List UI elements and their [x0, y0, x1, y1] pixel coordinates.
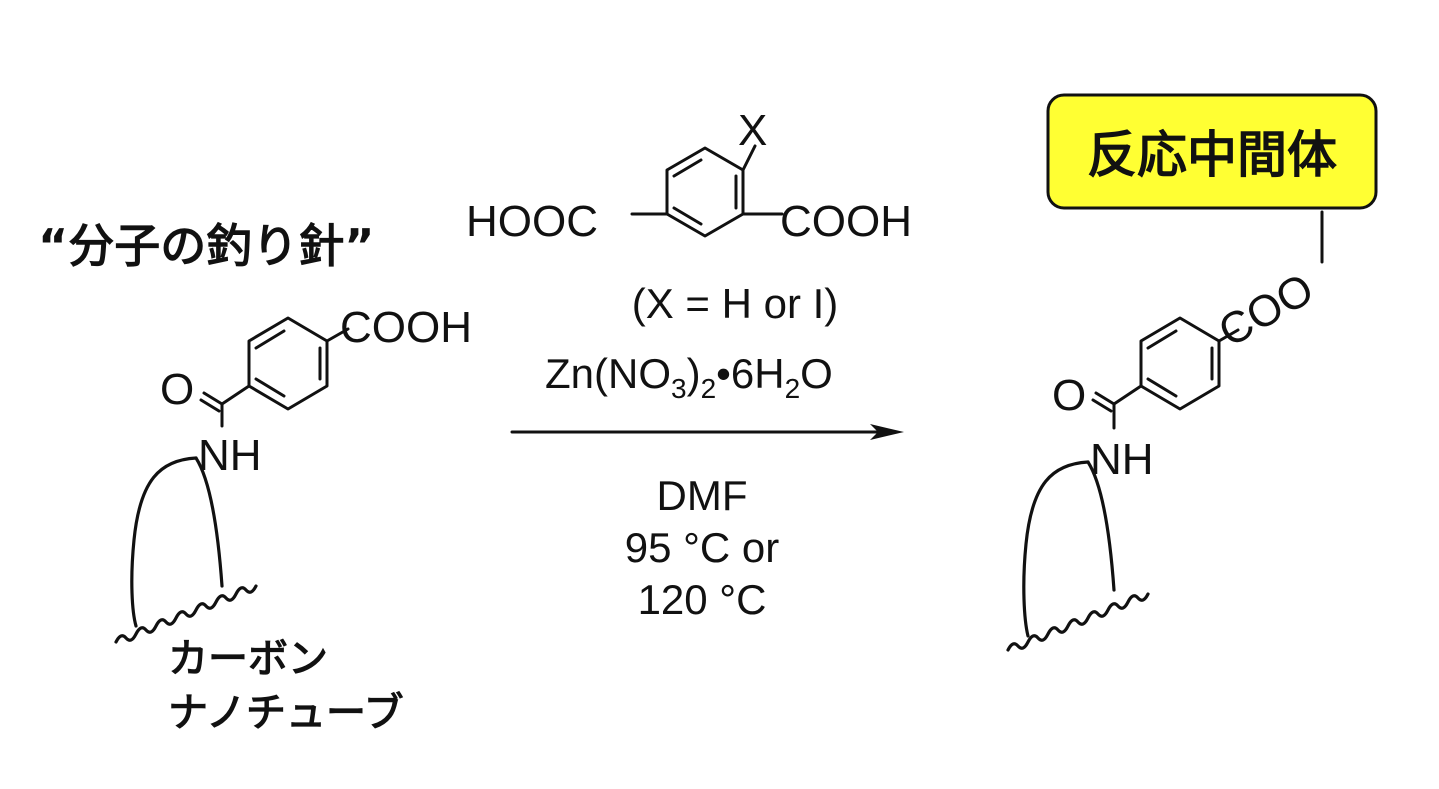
right-ring-inner-bond	[1146, 329, 1178, 350]
left-ring-inner-bond	[254, 329, 286, 350]
right-molecule: COO O NH	[1006, 210, 1324, 652]
right-nh-label: NH	[1090, 435, 1154, 484]
left-nanotube-loop	[130, 456, 198, 628]
zinc-nitrate-formula: Zn(NO3)2•6H2O	[545, 350, 833, 404]
reagent-x-bond	[741, 144, 757, 172]
right-benzene-ring	[1139, 316, 1221, 411]
left-acid-bond	[325, 327, 350, 343]
reagent-benzene-ring	[665, 146, 745, 238]
right-ring-inner-bond	[1146, 377, 1178, 398]
temperature-line2: 120 °C	[638, 576, 767, 623]
left-benzene-ring	[247, 316, 329, 411]
right-nanotube-loop	[1086, 460, 1116, 592]
nanotube-label-line1: カーボン	[168, 636, 328, 682]
left-nanotube-loop	[194, 456, 224, 588]
right-coo-label: COO	[1211, 264, 1322, 357]
temperature-line1: 95 °C or	[625, 524, 780, 571]
left-carbonyl-double-bond	[202, 391, 224, 406]
reagent-x-note: (X = H or I)	[632, 280, 839, 327]
reagent-molecule: X HOOC COOH (X = H or I) Zn(NO3)2•6H2O	[466, 106, 912, 404]
left-carbonyl-double-bond	[199, 398, 221, 413]
left-carbonyl-o-label: O	[160, 365, 194, 414]
reagent-x-label: X	[738, 106, 767, 155]
reagent-ring-inner-bond	[672, 158, 703, 178]
reagent-ring-inner-bond	[672, 206, 703, 226]
left-ring-inner-bond	[254, 377, 286, 398]
left-nanotube-wavy-edge	[114, 584, 258, 644]
left-cooh-label: COOH	[340, 303, 472, 352]
solvent-label: DMF	[657, 472, 748, 519]
right-carbonyl-double-bond	[1091, 398, 1113, 413]
right-carbonyl-o-label: O	[1052, 371, 1086, 420]
right-carbonyl-double-bond	[1094, 391, 1116, 406]
intermediate-label: 反応中間体	[1087, 126, 1337, 184]
right-amide-bond	[1112, 384, 1143, 406]
left-nh-label: NH	[198, 431, 262, 480]
reaction-arrow	[510, 424, 904, 440]
left-molecule: COOH O NH カーボン ナノチューブ	[114, 303, 472, 736]
right-nanotube-loop	[1022, 460, 1090, 638]
intermediate-box	[1046, 93, 1378, 210]
reagent-hooc-label: HOOC	[466, 197, 598, 246]
fishhook-title: “分子の釣り針”	[38, 219, 374, 273]
reagent-cooh-label: COOH	[780, 197, 912, 246]
nanotube-label-line2: ナノチューブ	[168, 690, 404, 736]
right-nanotube-wavy-edge	[1006, 592, 1150, 652]
intermediate-callout: 反応中間体	[1046, 93, 1378, 210]
left-amide-bond	[220, 384, 251, 406]
right-carboxylate-bond	[1217, 328, 1240, 343]
